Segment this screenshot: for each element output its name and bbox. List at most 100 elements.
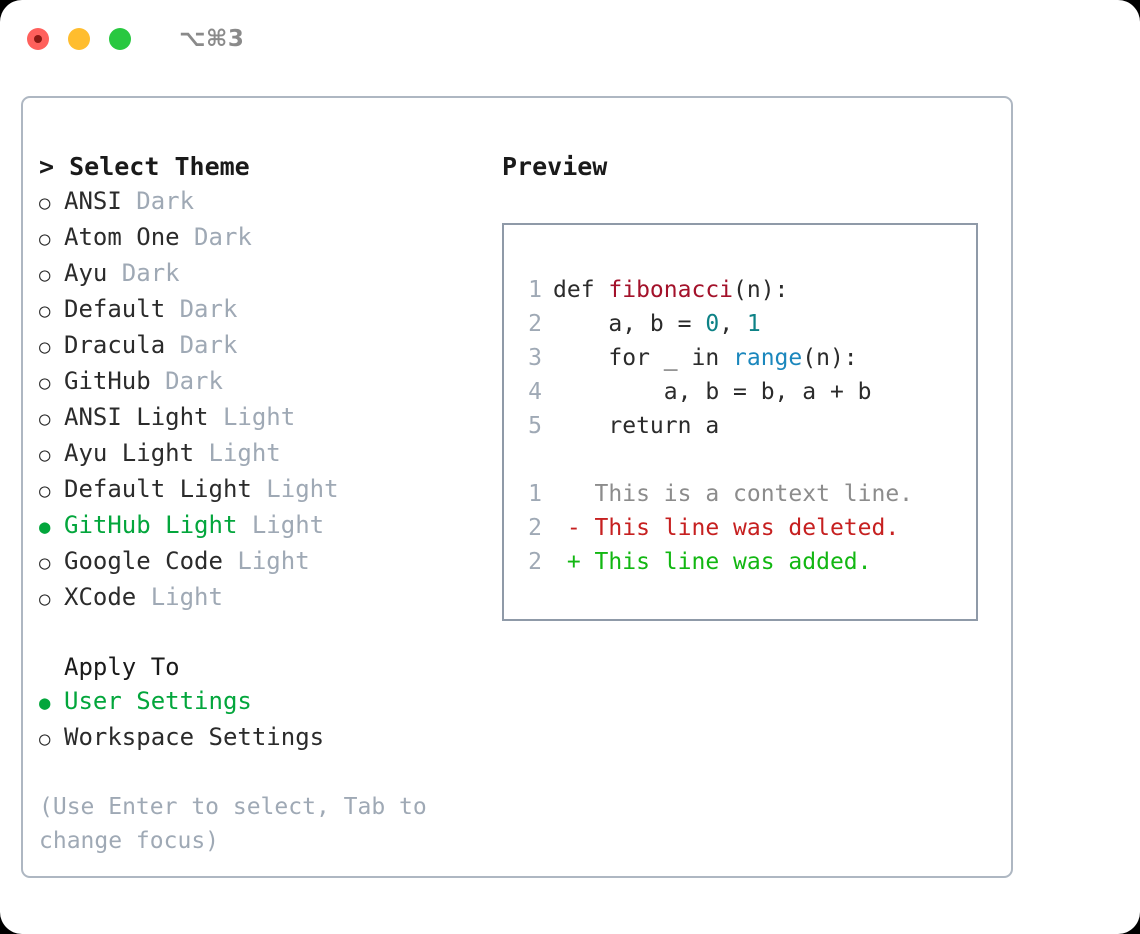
line-number: 2 xyxy=(528,311,542,337)
zoom-button-icon[interactable] xyxy=(109,28,131,50)
theme-option-category: Light xyxy=(136,583,223,611)
keyboard-shortcut-label: ⌥⌘3 xyxy=(179,26,245,52)
theme-option-ayu[interactable]: ○ Ayu Dark xyxy=(39,256,479,292)
radio-unselected-icon[interactable]: ○ xyxy=(39,228,51,250)
theme-option-google-code[interactable]: ○ Google Code Light xyxy=(39,544,479,580)
theme-option-atom-one[interactable]: ○ Atom One Dark xyxy=(39,220,479,256)
code-line: 4 a, b = b, a + b xyxy=(520,375,976,409)
radio-unselected-icon[interactable]: ○ xyxy=(39,552,51,574)
theme-option-name: Google Code xyxy=(64,547,223,575)
theme-option-github-light[interactable]: ● GitHub Light Light xyxy=(39,508,479,544)
code-line: 1 def fibonacci(n): xyxy=(520,273,976,307)
code-line-content: def fibonacci(n): xyxy=(553,273,788,307)
radio-unselected-icon[interactable]: ○ xyxy=(39,408,51,430)
code-line-content: This is a context line. xyxy=(553,477,914,511)
apply-to-option-name: User Settings xyxy=(64,687,252,715)
theme-option-category: Dark xyxy=(165,295,238,323)
close-button-icon[interactable] xyxy=(27,28,49,50)
code-token: a, b = xyxy=(553,311,706,337)
keyboard-hint-text: (Use Enter to select, Tab to change focu… xyxy=(39,794,441,854)
code-line-content: + This line was added. xyxy=(553,545,872,579)
code-line-content: return a xyxy=(553,409,719,443)
code-token: + This line was added. xyxy=(553,549,872,575)
radio-unselected-icon[interactable]: ○ xyxy=(39,300,51,322)
code-line: 3 for _ in range(n): xyxy=(520,341,976,375)
line-number: 2 xyxy=(528,515,542,541)
line-number: 5 xyxy=(528,413,542,439)
code-line: 2 a, b = 0, 1 xyxy=(520,307,976,341)
list-spacer xyxy=(39,616,479,650)
theme-option-name: Ayu xyxy=(64,259,108,287)
apply-to-list[interactable]: ● User Settings ○ Workspace Settings xyxy=(39,684,479,756)
theme-option-name: Default xyxy=(64,295,166,323)
code-token: for _ in xyxy=(553,345,734,371)
theme-picker-column: > Select Theme ○ANSI Dark○Atom One Dark○… xyxy=(39,150,479,858)
theme-option-category: Dark xyxy=(179,223,252,251)
theme-option-category: Light xyxy=(222,547,310,575)
line-number: 1 xyxy=(528,481,542,507)
code-line: 2 + This line was added. xyxy=(520,545,976,579)
theme-option-category: Light xyxy=(208,403,296,431)
line-number: 1 xyxy=(528,277,542,303)
theme-option-category: Dark xyxy=(150,367,223,395)
main-panel: > Select Theme ○ANSI Dark○Atom One Dark○… xyxy=(21,96,1013,878)
theme-option-name: Ayu Light xyxy=(64,439,195,467)
code-token: return a xyxy=(553,413,720,439)
radio-unselected-icon[interactable]: ○ xyxy=(39,728,51,750)
theme-option-name: GitHub xyxy=(64,367,151,395)
theme-option-ansi[interactable]: ○ ANSI Dark xyxy=(39,184,479,220)
theme-option-default[interactable]: ○ Default Dark xyxy=(39,292,479,328)
radio-unselected-icon[interactable]: ○ xyxy=(39,264,51,286)
theme-option-github[interactable]: ○ GitHub Dark xyxy=(39,364,479,400)
theme-option-category: Light xyxy=(237,511,325,539)
apply-to-option-name: Workspace Settings xyxy=(64,723,325,751)
theme-option-category: Light xyxy=(194,439,281,467)
minimize-button-icon[interactable] xyxy=(68,28,90,50)
title-bar: ⌥⌘3 xyxy=(0,0,1140,78)
theme-option-category: Light xyxy=(251,475,339,503)
code-line-content: - This line was deleted. xyxy=(553,511,899,545)
code-diff-separator xyxy=(520,443,976,477)
theme-option-xcode[interactable]: ○ XCode Light xyxy=(39,580,479,616)
radio-unselected-icon[interactable]: ○ xyxy=(39,480,51,502)
theme-list[interactable]: ○ANSI Dark○Atom One Dark○Ayu Dark○Defaul… xyxy=(39,184,479,616)
code-line: 5 return a xyxy=(520,409,976,443)
theme-option-name: ANSI Light xyxy=(64,403,209,431)
line-number: 2 xyxy=(528,549,542,575)
code-token: (n): xyxy=(733,277,789,303)
radio-unselected-icon[interactable]: ○ xyxy=(39,336,51,358)
theme-option-name: GitHub Light xyxy=(64,511,238,539)
theme-option-category: Dark xyxy=(107,259,180,287)
apply-to-option-workspace-settings[interactable]: ○ Workspace Settings xyxy=(39,720,479,756)
radio-unselected-icon[interactable]: ○ xyxy=(39,192,51,214)
theme-option-dracula[interactable]: ○Dracula Dark xyxy=(39,328,479,364)
theme-option-ansi-light[interactable]: ○ ANSI Light Light xyxy=(39,400,479,436)
code-line-content: a, b = b, a + b xyxy=(553,375,872,409)
radio-selected-icon[interactable]: ● xyxy=(39,516,51,538)
code-token: def xyxy=(553,277,609,303)
code-line-content: a, b = 0, 1 xyxy=(553,307,761,341)
code-line: 1 This is a context line. xyxy=(520,477,976,511)
theme-option-name: Atom One xyxy=(64,223,180,251)
diff-sample: 1 This is a context line. 2 - This line w… xyxy=(520,477,976,579)
code-token: fibonacci xyxy=(608,277,734,303)
theme-option-name: XCode xyxy=(64,583,137,611)
radio-unselected-icon[interactable]: ○ xyxy=(39,444,51,466)
theme-option-name: ANSI xyxy=(64,187,122,215)
theme-option-category: Dark xyxy=(121,187,195,215)
apply-to-option-user-settings[interactable]: ● User Settings xyxy=(39,684,479,720)
theme-option-ayu-light[interactable]: ○ Ayu Light Light xyxy=(39,436,479,472)
radio-selected-icon[interactable]: ● xyxy=(39,692,51,714)
radio-unselected-icon[interactable]: ○ xyxy=(39,588,51,610)
code-token: 0 xyxy=(705,311,720,337)
code-token: , xyxy=(719,311,747,337)
radio-unselected-icon[interactable]: ○ xyxy=(39,372,51,394)
theme-option-name: Dracula xyxy=(64,331,166,359)
code-token: 1 xyxy=(746,311,761,337)
code-token: range xyxy=(733,345,803,371)
theme-option-default-light[interactable]: ○Default Light Light xyxy=(39,472,479,508)
